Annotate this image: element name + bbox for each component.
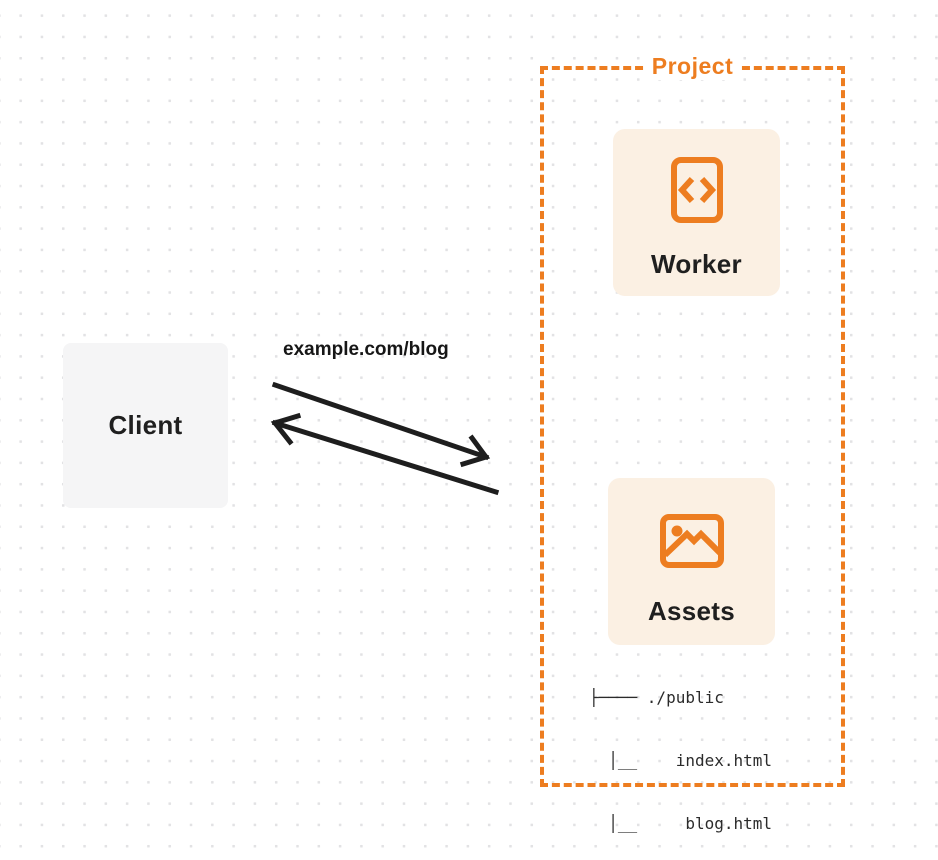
request-arrow [271,381,491,468]
file-tree-item-index: │__ index.html [589,751,773,770]
code-file-icon [670,157,723,223]
client-box: Client [63,343,228,508]
picture-icon [659,514,724,568]
assets-label: Assets [647,596,736,626]
assets-file-tree: ├──── ./public │__ index.html │__ blog.h… [589,645,772,860]
file-tree-item-blog: │__ blog.html [589,814,773,833]
client-label: Client [108,410,183,440]
worker-label: Worker [651,249,742,279]
assets-card: Assets [608,478,775,645]
request-response-arrows [270,381,500,496]
request-url-label: example.com/blog [283,339,449,360]
response-arrow [270,412,500,496]
project-container: Project [540,53,845,787]
file-tree-root: ├──── ./public [589,688,724,707]
worker-card: Worker [613,129,780,296]
project-label: Project [644,53,741,80]
